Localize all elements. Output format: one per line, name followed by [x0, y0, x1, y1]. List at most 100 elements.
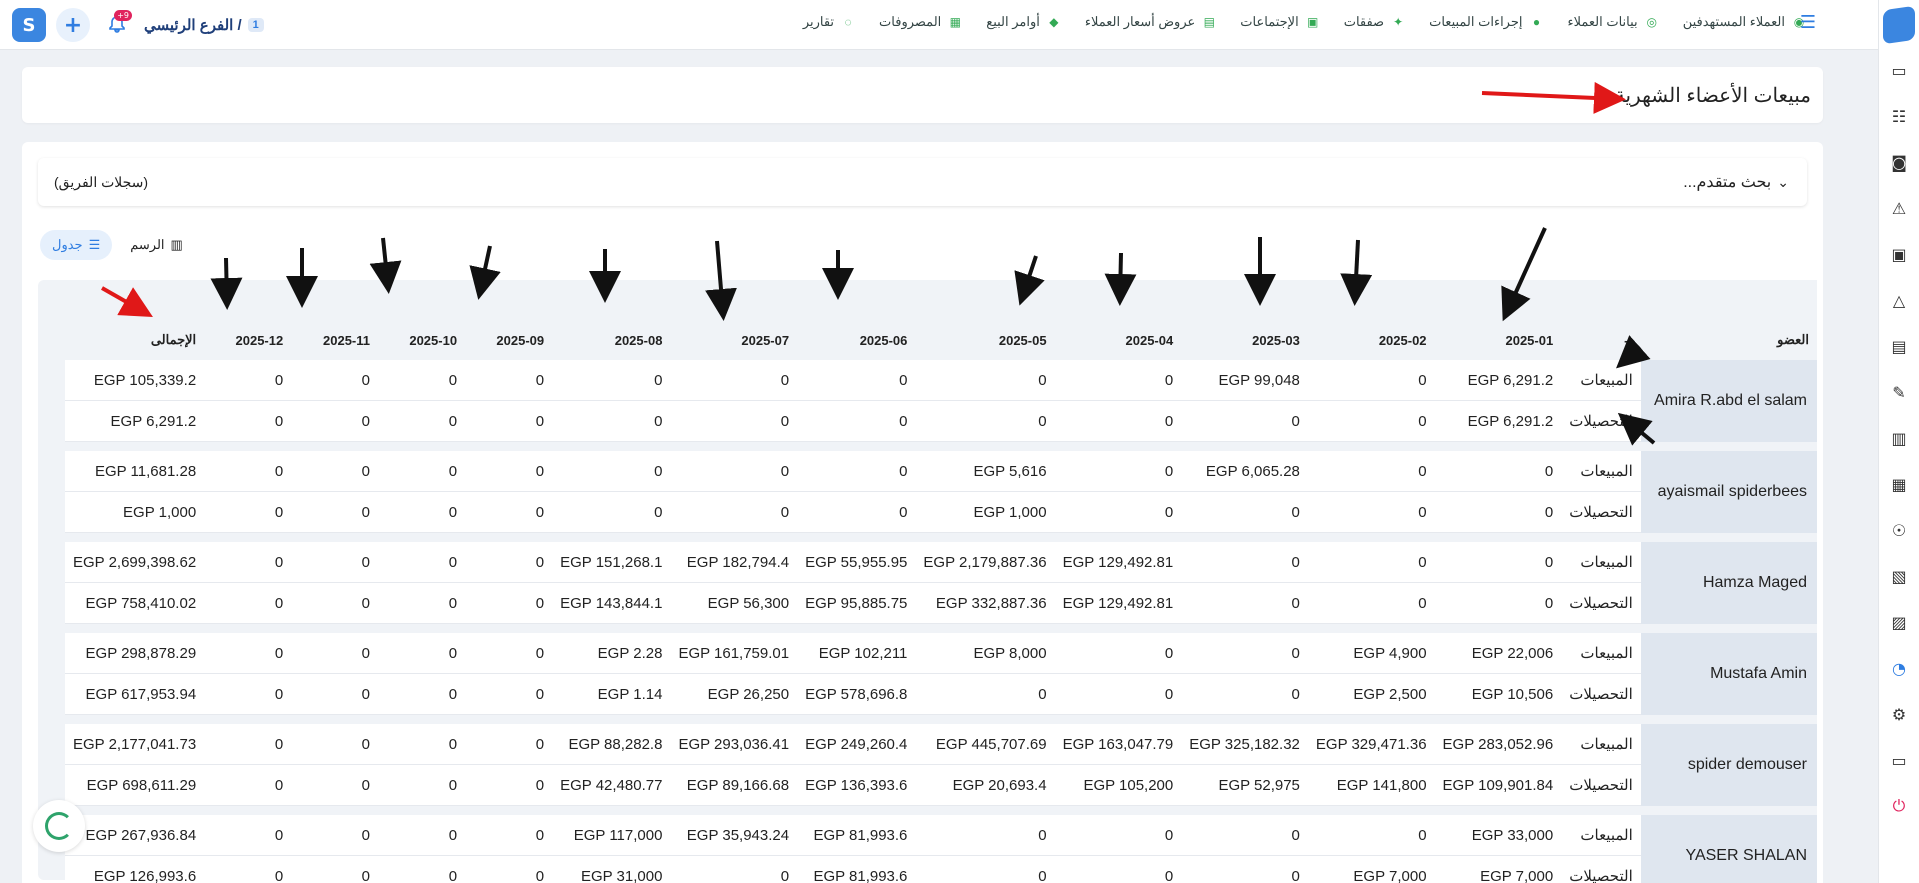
month-value-cell: EGP 109,901.84 [1434, 765, 1562, 806]
advanced-search-bar[interactable]: ⌄ بحث متقدم... (سجلات الفريق) [38, 158, 1807, 206]
month-value-cell: EGP 6,291.2 [1434, 401, 1562, 442]
month-value-cell: 0 [204, 492, 292, 533]
video-icon[interactable]: ▣ [1891, 244, 1907, 264]
group-gap-cell [65, 806, 1817, 815]
notifications-bell-icon[interactable]: +9 [100, 8, 134, 42]
month-value-cell: 0 [291, 401, 378, 442]
warning-icon[interactable]: ⚠ [1891, 198, 1907, 218]
invoice-icon[interactable]: ▤ [1891, 336, 1907, 356]
month-value-cell: EGP 42,480.77 [552, 765, 671, 806]
row-type-cell: التحصيلات [1561, 856, 1641, 883]
row-type-cell: المبيعات [1561, 724, 1641, 765]
nav-item-4[interactable]: ▣ الإجتماعات [1240, 13, 1321, 31]
top-bar: S + +9 الفرع الرئيسي / 1 ◉العملاء المسته… [0, 0, 1878, 50]
document-search-icon[interactable]: ▨ [1891, 612, 1907, 632]
month-value-cell: EGP 283,052.96 [1434, 724, 1562, 765]
month-value-cell: 0 [378, 633, 466, 674]
month-value-cell: 0 [915, 856, 1055, 883]
month-value-cell: 0 [1181, 633, 1308, 674]
month-value-cell: 0 [291, 633, 378, 674]
add-document-icon[interactable]: ▧ [1891, 566, 1907, 586]
nav-item-7[interactable]: ▦المصروفات [879, 13, 964, 31]
column-header-month: 2025-09 [465, 280, 553, 360]
settings-gear-icon[interactable]: ⚙ [1891, 704, 1907, 724]
month-value-cell: 0 [378, 492, 466, 533]
table-view-button[interactable]: جدول ☰ [40, 230, 113, 260]
meetings-icon: ▣ [1307, 15, 1319, 29]
nav-item-2[interactable]: ● إجراءات المبيعات [1429, 13, 1545, 31]
month-value-cell: 0 [204, 401, 292, 442]
delivery-icon[interactable]: ▥ [1891, 428, 1907, 448]
app-switcher-icon[interactable]: S [12, 8, 46, 42]
sales-actions-icon: ● [1532, 15, 1541, 29]
month-value-cell: 0 [378, 542, 466, 583]
nav-item-6[interactable]: ◆أوامر البيع [986, 13, 1063, 31]
month-value-cell: 0 [204, 765, 292, 806]
total-cell: EGP 1,000 [65, 492, 205, 533]
column-header-type: -- [1561, 280, 1641, 360]
loading-spinner [33, 800, 85, 852]
group-gap-cell [65, 442, 1817, 451]
month-value-cell: 0 [915, 401, 1055, 442]
group-gap [65, 806, 1817, 815]
deals-icon: ✦ [1393, 15, 1404, 29]
reports-icon: ◌ [844, 15, 852, 29]
files-icon[interactable]: ▭ [1891, 60, 1907, 80]
menu-hamburger-icon[interactable]: ☰ [1799, 12, 1816, 33]
month-value-cell: 0 [465, 815, 553, 856]
nav-item-label: إجراءات المبيعات [1429, 14, 1523, 29]
row-type-cell: التحصيلات [1561, 765, 1641, 806]
branch-selector[interactable]: الفرع الرئيسي / 1 [144, 16, 264, 34]
month-value-cell: EGP 5,616 [915, 451, 1055, 492]
bar-chart-icon: ▥ [170, 237, 183, 252]
month-value-cell: 0 [1054, 360, 1182, 401]
power-icon[interactable]: ⏻ [1892, 796, 1906, 815]
month-value-cell: 0 [291, 674, 378, 715]
pen-icon[interactable]: ✎ [1892, 382, 1906, 402]
advanced-search-toggle[interactable]: ⌄ بحث متقدم... [1683, 172, 1789, 192]
month-value-cell: 0 [378, 815, 466, 856]
column-header-month: 2025-02 [1307, 280, 1435, 360]
total-cell: EGP 105,339.2 [65, 360, 205, 401]
nav-item-label: الإجتماعات [1240, 14, 1299, 29]
team-icon[interactable]: ☷ [1891, 106, 1907, 126]
add-button[interactable]: + [56, 8, 90, 42]
month-value-cell: 0 [1054, 451, 1182, 492]
month-value-cell: EGP 81,993.6 [797, 815, 916, 856]
month-value-cell: 0 [204, 542, 292, 583]
reports-chart-icon[interactable]: ◔ [1892, 658, 1906, 678]
month-value-cell: EGP 55,955.95 [797, 542, 916, 583]
month-value-cell: 0 [1181, 856, 1308, 883]
column-header-month: 2025-07 [670, 280, 798, 360]
month-value-cell: 0 [915, 360, 1055, 401]
month-value-cell: 0 [1181, 401, 1308, 442]
nav-item-3[interactable]: ✦صفقات [1344, 13, 1407, 31]
month-value-cell: EGP 81,993.6 [797, 856, 916, 883]
month-value-cell: EGP 10,506 [1434, 674, 1562, 715]
topbar-left-group: S + +9 الفرع الرئيسي / 1 [12, 8, 264, 42]
nav-item-5[interactable]: ▤عروض أسعار العملاء [1085, 13, 1218, 31]
brand-logo[interactable] [1883, 5, 1915, 45]
month-value-cell: 0 [204, 451, 292, 492]
month-value-cell: 0 [291, 815, 378, 856]
row-type-cell: التحصيلات [1561, 583, 1641, 624]
chart-view-button[interactable]: الرسم ▥ [130, 237, 183, 253]
camera-icon[interactable]: ◙ [1891, 152, 1907, 172]
column-header-month: 2025-05 [915, 280, 1055, 360]
hand-money-icon[interactable]: ☉ [1891, 520, 1907, 540]
triangle-icon[interactable]: △ [1892, 290, 1906, 310]
box-settings-icon[interactable]: ▦ [1891, 474, 1907, 494]
month-value-cell: 0 [291, 765, 378, 806]
month-value-cell: 0 [552, 492, 671, 533]
nav-item-0[interactable]: ◉العملاء المستهدفين [1683, 13, 1808, 31]
screen-icon[interactable]: ▭ [1891, 750, 1907, 770]
nav-item-1[interactable]: ◎بيانات العملاء [1568, 13, 1661, 31]
month-value-cell: 0 [797, 451, 916, 492]
branch-name: الفرع الرئيسي / [144, 17, 242, 34]
nav-item-8[interactable]: ◌تقارير [803, 13, 857, 31]
month-value-cell: 0 [291, 724, 378, 765]
month-value-cell: 0 [204, 815, 292, 856]
